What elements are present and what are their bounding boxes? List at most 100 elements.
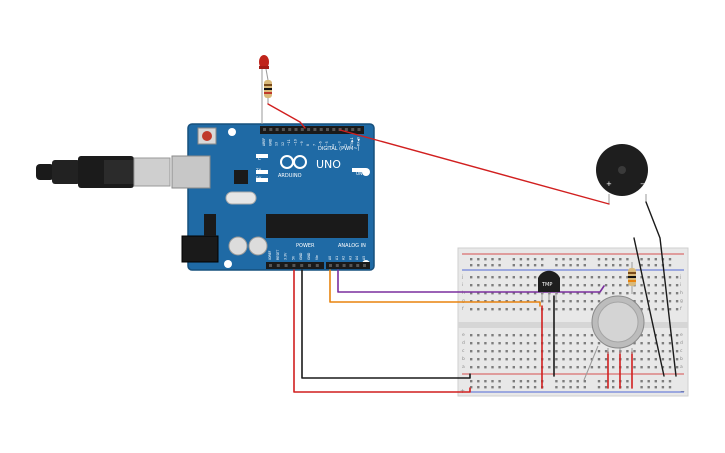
breadboard-hole[interactable] (633, 366, 636, 369)
breadboard-hole[interactable] (562, 276, 565, 279)
breadboard-hole[interactable] (555, 300, 558, 303)
digital-pin[interactable] (351, 128, 355, 131)
breadboard-hole[interactable] (590, 308, 594, 311)
breadboard-hole[interactable] (470, 350, 473, 353)
breadboard-hole[interactable] (470, 308, 473, 311)
rail-hole[interactable] (484, 258, 487, 261)
analog-pin[interactable] (363, 264, 366, 267)
breadboard-hole[interactable] (498, 350, 501, 353)
breadboard-hole[interactable] (484, 276, 487, 279)
rail-hole[interactable] (626, 264, 629, 267)
analog-pin[interactable] (335, 264, 339, 267)
rail-hole[interactable] (619, 264, 622, 267)
breadboard-hole[interactable] (477, 308, 480, 311)
rail-hole[interactable] (484, 380, 487, 383)
breadboard-hole[interactable] (491, 308, 494, 311)
rail-hole[interactable] (541, 264, 544, 267)
breadboard-hole[interactable] (477, 366, 480, 369)
rail-hole[interactable] (576, 380, 579, 383)
breadboard-hole[interactable] (526, 334, 530, 337)
breadboard-hole[interactable] (668, 292, 672, 295)
breadboard-hole[interactable] (583, 342, 586, 345)
breadboard-hole[interactable] (505, 292, 508, 295)
breadboard-hole[interactable] (661, 292, 665, 295)
breadboard-hole[interactable] (675, 300, 679, 303)
breadboard-hole[interactable] (491, 358, 494, 361)
rail-hole[interactable] (612, 264, 615, 267)
breadboard-hole[interactable] (661, 334, 665, 337)
breadboard-hole[interactable] (640, 308, 643, 311)
breadboard-hole[interactable] (604, 358, 608, 361)
breadboard-hole[interactable] (555, 342, 558, 345)
breadboard-hole[interactable] (541, 300, 544, 303)
breadboard-hole[interactable] (640, 350, 643, 353)
rail-hole[interactable] (612, 258, 615, 261)
rail-hole[interactable] (512, 386, 515, 389)
breadboard-hole[interactable] (533, 334, 537, 337)
breadboard-hole[interactable] (633, 358, 636, 361)
rail-hole[interactable] (583, 386, 586, 389)
breadboard-hole[interactable] (604, 284, 608, 287)
breadboard-hole[interactable] (569, 350, 572, 353)
breadboard-hole[interactable] (505, 366, 508, 369)
rail-hole[interactable] (526, 258, 530, 261)
breadboard-hole[interactable] (548, 342, 551, 345)
breadboard-hole[interactable] (526, 342, 530, 345)
digital-pin[interactable] (275, 128, 279, 131)
breadboard-hole[interactable] (533, 308, 537, 311)
breadboard-hole[interactable] (604, 366, 608, 369)
breadboard-hole[interactable] (640, 300, 643, 303)
breadboard-hole[interactable] (597, 276, 601, 279)
breadboard-hole[interactable] (640, 292, 643, 295)
breadboard-hole[interactable] (498, 308, 501, 311)
breadboard-hole[interactable] (612, 276, 615, 279)
rail-hole[interactable] (491, 380, 494, 383)
breadboard-hole[interactable] (647, 300, 650, 303)
rail-hole[interactable] (470, 380, 473, 383)
breadboard-hole[interactable] (569, 366, 572, 369)
breadboard-hole[interactable] (533, 342, 537, 345)
usb-cable[interactable] (36, 156, 171, 188)
rail-hole[interactable] (654, 264, 657, 267)
breadboard-hole[interactable] (562, 334, 565, 337)
rail-hole[interactable] (647, 264, 650, 267)
breadboard-hole[interactable] (569, 284, 572, 287)
breadboard-hole[interactable] (654, 300, 657, 303)
breadboard-hole[interactable] (590, 350, 594, 353)
breadboard-hole[interactable] (498, 358, 501, 361)
breadboard-hole[interactable] (477, 334, 480, 337)
breadboard-hole[interactable] (597, 350, 601, 353)
breadboard-hole[interactable] (519, 342, 523, 345)
breadboard-hole[interactable] (590, 342, 594, 345)
wire-buzzer-minus[interactable] (645, 201, 677, 377)
breadboard-hole[interactable] (640, 358, 643, 361)
breadboard-hole[interactable] (505, 284, 508, 287)
breadboard-hole[interactable] (597, 292, 601, 295)
breadboard-hole[interactable] (519, 334, 523, 337)
breadboard-hole[interactable] (647, 358, 650, 361)
breadboard-hole[interactable] (569, 334, 572, 337)
breadboard-hole[interactable] (519, 308, 523, 311)
breadboard-resistor[interactable] (628, 262, 636, 294)
rail-hole[interactable] (512, 264, 515, 267)
breadboard-hole[interactable] (491, 276, 494, 279)
breadboard-hole[interactable] (654, 358, 657, 361)
breadboard-hole[interactable] (640, 342, 643, 345)
rail-hole[interactable] (498, 386, 501, 389)
breadboard-hole[interactable] (519, 358, 523, 361)
breadboard-hole[interactable] (505, 342, 508, 345)
breadboard-hole[interactable] (647, 366, 650, 369)
breadboard-hole[interactable] (498, 284, 501, 287)
breadboard-hole[interactable] (555, 350, 558, 353)
breadboard-hole[interactable] (470, 342, 473, 345)
rail-hole[interactable] (470, 386, 473, 389)
breadboard-hole[interactable] (526, 276, 530, 279)
breadboard-hole[interactable] (612, 358, 615, 361)
rail-hole[interactable] (562, 380, 565, 383)
breadboard-hole[interactable] (640, 334, 643, 337)
digital-pin[interactable] (319, 128, 323, 131)
breadboard-hole[interactable] (576, 342, 579, 345)
breadboard-hole[interactable] (512, 350, 515, 353)
breadboard-hole[interactable] (533, 292, 537, 295)
